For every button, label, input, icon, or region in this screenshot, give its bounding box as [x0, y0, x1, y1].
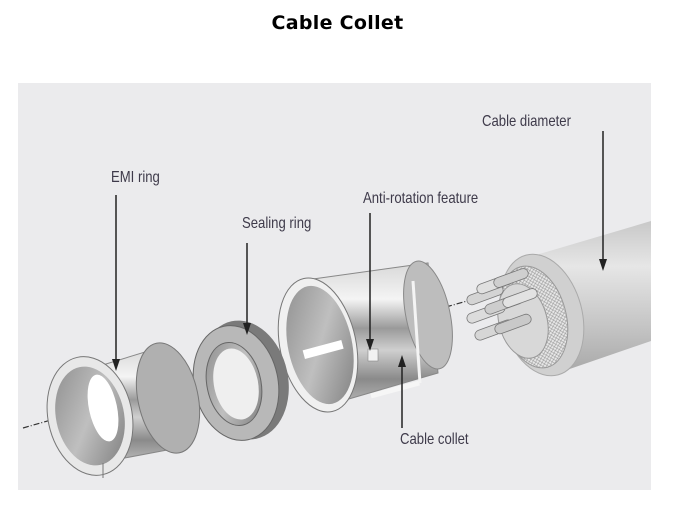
label-anti-rotation-feature: Anti-rotation feature: [363, 190, 479, 207]
cable-conductors: [466, 268, 538, 341]
page-title: Cable Collet: [271, 12, 404, 34]
cable: [466, 221, 651, 377]
label-cable-collet: Cable collet: [400, 431, 469, 448]
emi-ring: [46, 342, 201, 478]
label-emi-ring: EMI ring: [111, 169, 160, 186]
leader-lines: [112, 131, 607, 428]
exploded-view-illustration: [22, 131, 651, 478]
label-cable-diameter: Cable diameter: [482, 113, 571, 130]
cable-collet: [277, 260, 453, 413]
diagram-panel: EMI ring Sealing ring Anti-rotation feat…: [18, 83, 651, 490]
label-sealing-ring: Sealing ring: [242, 215, 312, 232]
sealing-ring: [192, 320, 289, 441]
